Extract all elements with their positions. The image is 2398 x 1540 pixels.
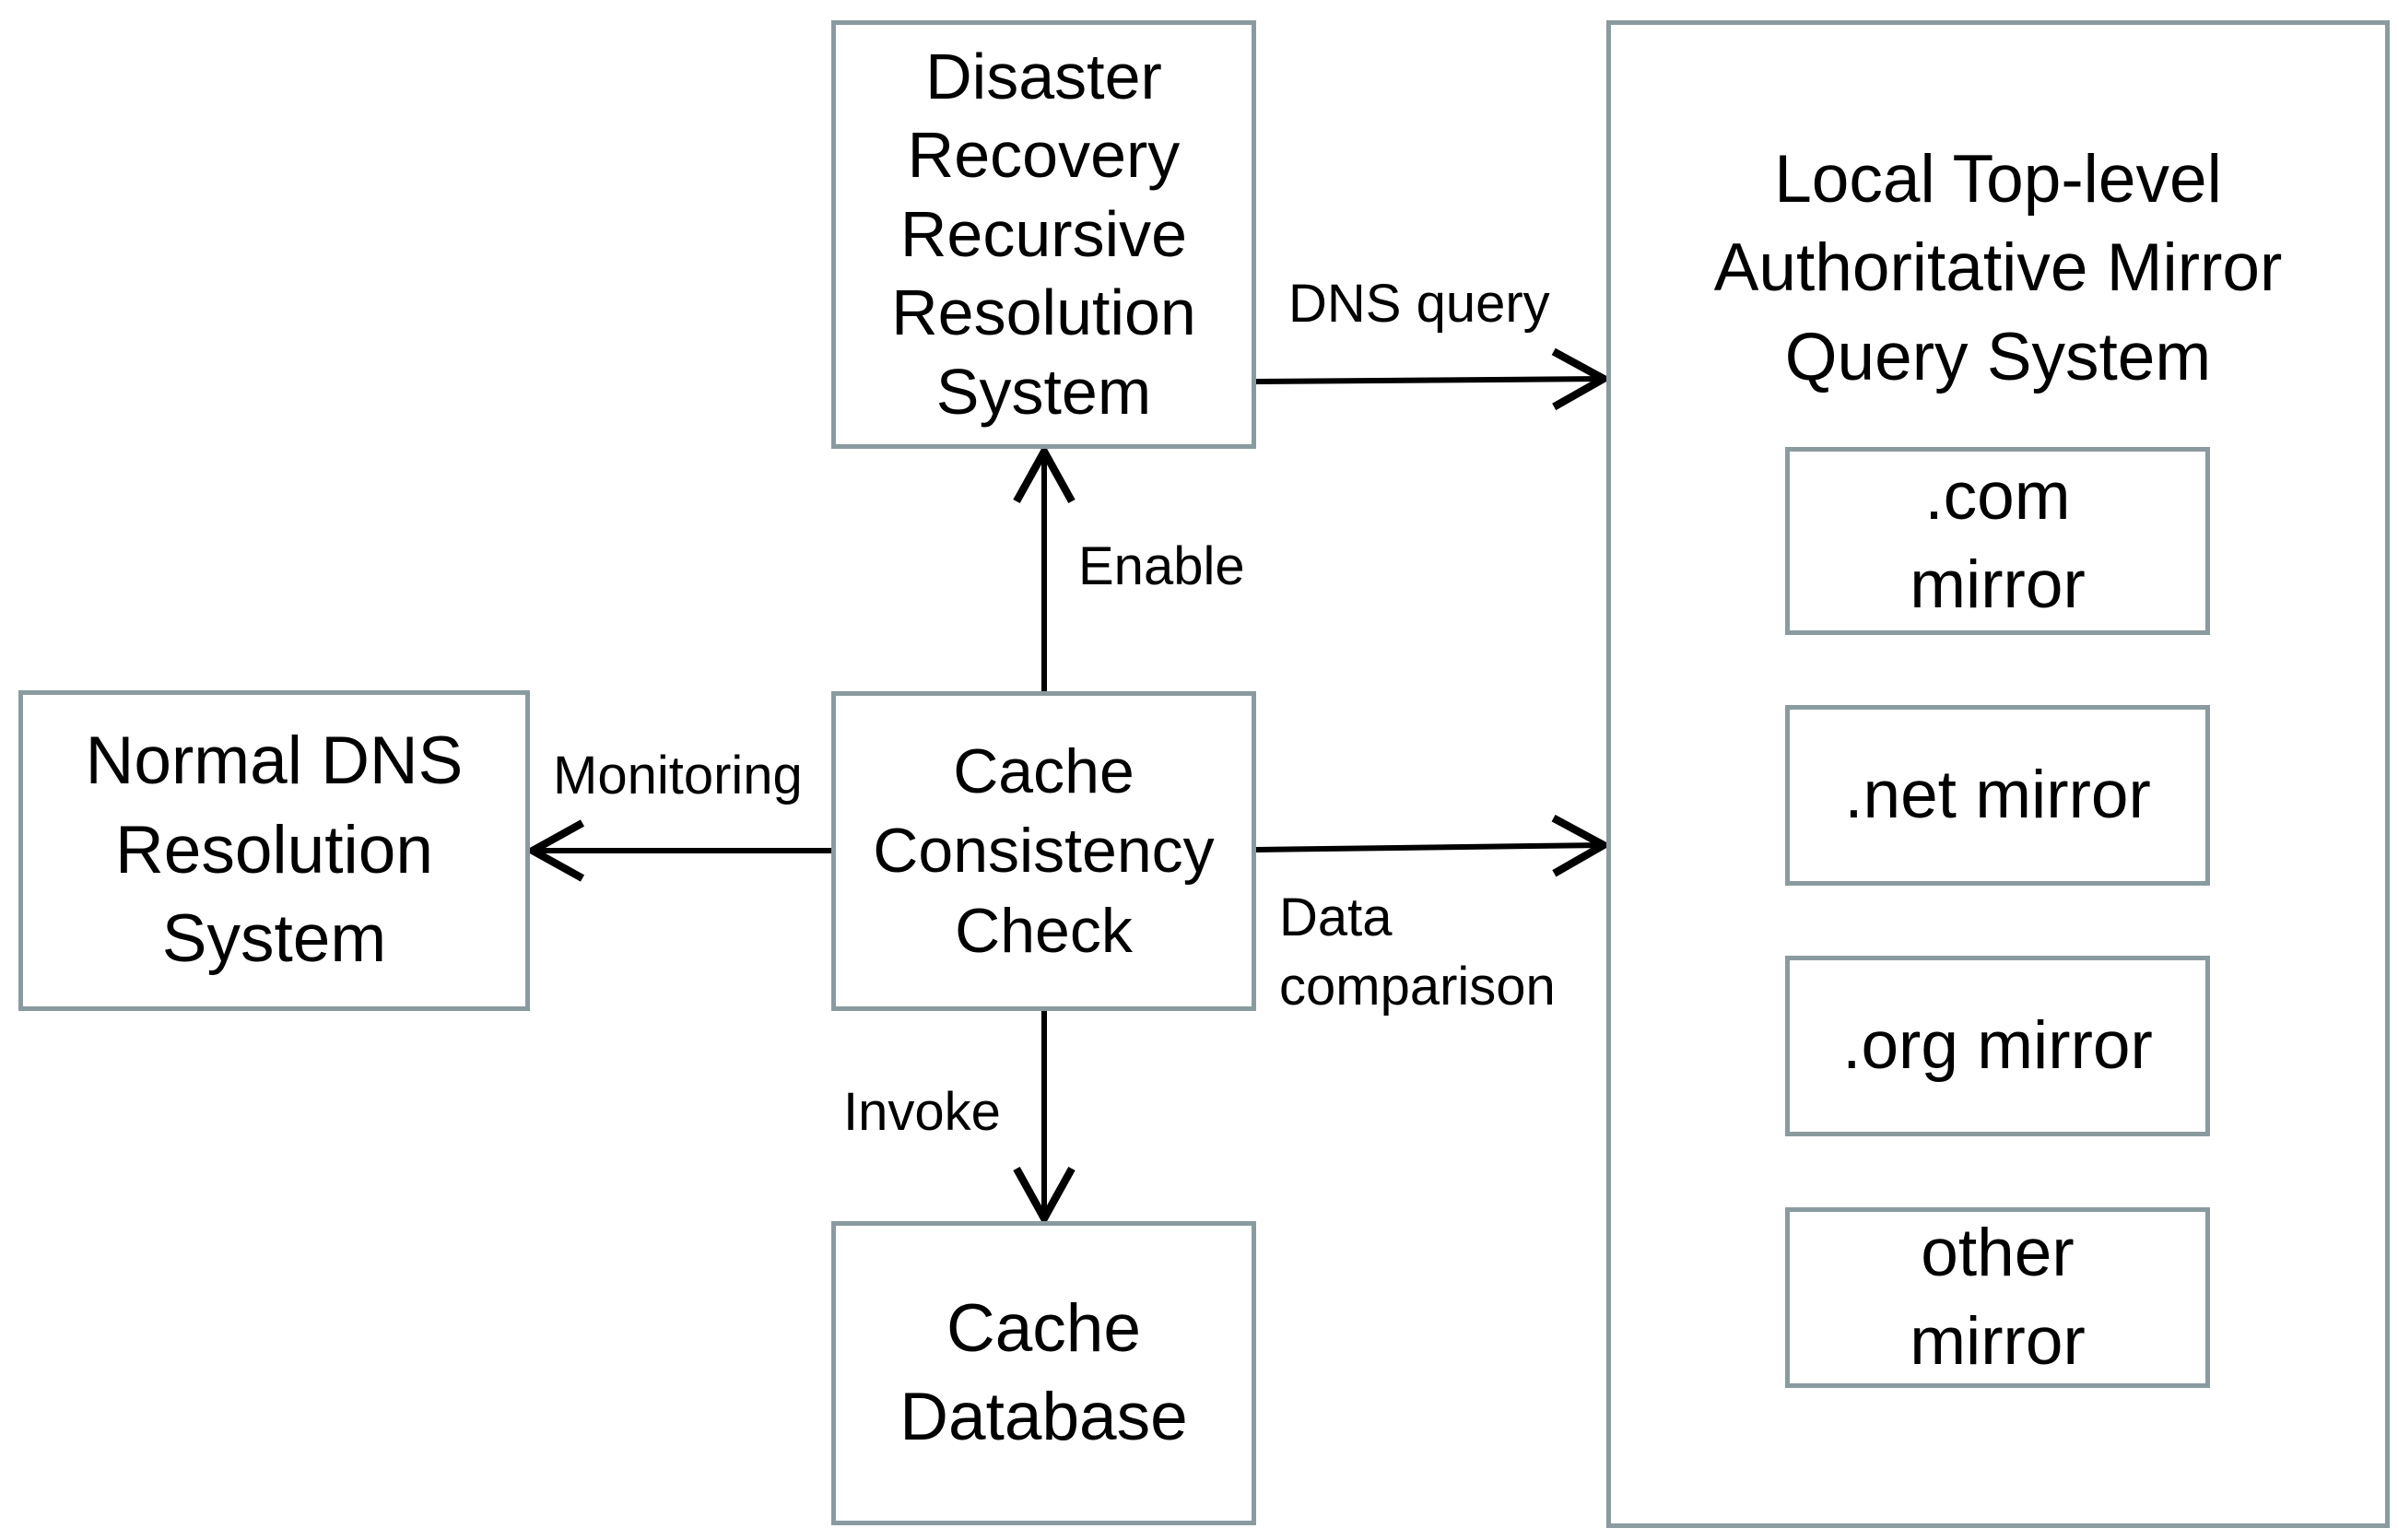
com-mirror-node: .com mirror	[1785, 447, 2210, 635]
other-mirror-node: other mirror	[1785, 1207, 2210, 1388]
invoke-edge-label: Invoke	[843, 1082, 1001, 1142]
cache-database-node: Cache Database	[831, 1221, 1256, 1525]
cache-consistency-check-label: Cache Consistency Check	[873, 735, 1215, 966]
org-mirror-node: .org mirror	[1785, 956, 2210, 1136]
arrow-dns-query	[1255, 347, 1612, 411]
normal-dns-resolution-system-node: Normal DNS Resolution System	[18, 690, 530, 1011]
com-mirror-label: .com mirror	[1910, 458, 2086, 622]
dns-query-edge-label: DNS query	[1288, 274, 1550, 334]
net-mirror-label: .net mirror	[1844, 757, 2151, 832]
cache-consistency-check-node: Cache Consistency Check	[831, 691, 1256, 1011]
data-comparison-edge-label: Data comparison	[1279, 888, 1556, 1017]
arrow-data-comparison	[1255, 815, 1612, 877]
mirror-query-system-title: Local Top-level Authoritative Mirror Que…	[1713, 142, 2283, 394]
normal-dns-label: Normal DNS Resolution System	[85, 723, 464, 977]
monitoring-edge-label: Monitoring	[553, 746, 803, 805]
net-mirror-node: .net mirror	[1785, 705, 2210, 886]
org-mirror-label: .org mirror	[1842, 1007, 2153, 1083]
disaster-recovery-recursive-resolution-system-node: Disaster Recovery Recursive Resolution S…	[831, 20, 1256, 449]
cache-database-label: Cache Database	[899, 1290, 1188, 1454]
enable-edge-label: Enable	[1078, 536, 1245, 596]
other-mirror-label: other mirror	[1910, 1215, 2086, 1379]
disaster-recovery-label: Disaster Recovery Recursive Resolution S…	[891, 41, 1196, 428]
